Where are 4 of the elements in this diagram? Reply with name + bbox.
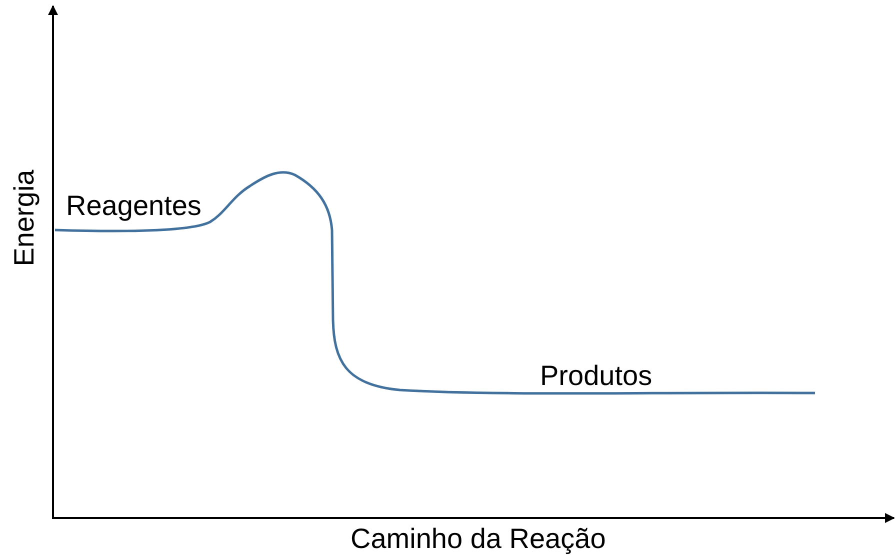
curve-label: Reagentes xyxy=(66,190,202,222)
axis-title: Energia xyxy=(8,170,40,266)
axis-title: Caminho da Reação xyxy=(350,523,606,555)
curve-label: Produtos xyxy=(540,360,652,392)
